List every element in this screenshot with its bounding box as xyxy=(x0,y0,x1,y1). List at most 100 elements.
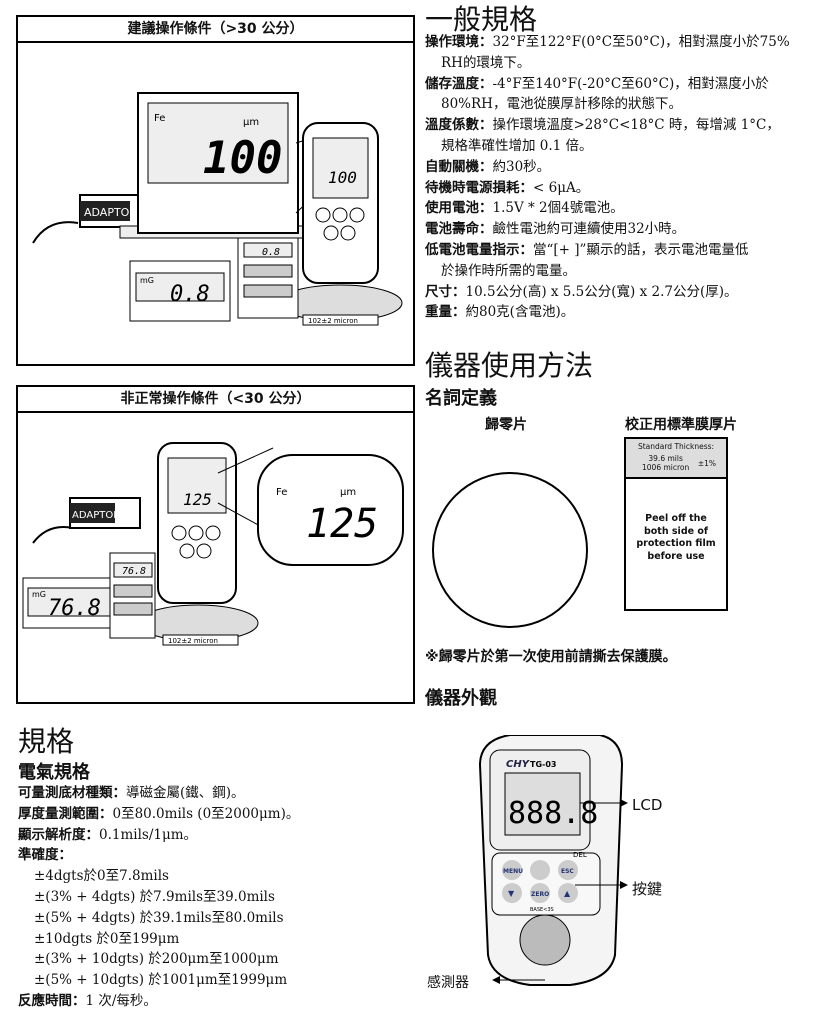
general-spec-continuation: RH的環境下。 xyxy=(441,54,531,71)
abnormal-condition-illustration: ADAPTOR 125 102±2 micron Fe μm 125 mG 76… xyxy=(22,442,404,646)
accuracy-item: ±4dgts於0至7.8mils xyxy=(34,868,169,885)
spec-label: 尺寸： xyxy=(425,283,466,300)
spec-value: 操作環境溫度>28°C<18°C 時，每增減 1°C， xyxy=(492,117,780,134)
calibration-film-label: 校正用標準膜厚片 xyxy=(625,417,737,433)
svg-text:100: 100 xyxy=(203,133,282,184)
spec-label: 自動關機： xyxy=(425,158,493,175)
spec-label: 儲存溫度： xyxy=(425,75,493,92)
base-label: BASE<3S xyxy=(530,907,554,913)
spec-value: 鹼性電池約可連續使用32小時。 xyxy=(492,221,686,238)
spec-value: 1 次/每秒。 xyxy=(85,992,157,1009)
zero-plate-note: ※歸零片於第一次使用前請撕去保護膜。 xyxy=(425,649,677,665)
svg-text:ADAPTOR: ADAPTOR xyxy=(72,510,120,521)
zero-button[interactable]: ZERO xyxy=(531,891,549,898)
abnormal-condition-panel: 非正常操作條件（<30 公分） ADAPTOR 125 102±2 micron… xyxy=(16,385,415,704)
film-tolerance: ±1% xyxy=(697,459,716,468)
spec-value: 10.5公分(高) x 5.5公分(寬) x 2.7公分(厚)。 xyxy=(465,283,738,300)
film-mils: 39.6 mils xyxy=(648,454,683,463)
general-spec-item: 操作環境：32°F至122°F(0°C至50°C)，相對濕度小於75% xyxy=(425,32,790,53)
film-micron: 1006 micron xyxy=(642,463,690,472)
general-spec-continuation: 80%RH，電池從膜厚計移除的狀態下。 xyxy=(441,96,682,113)
film-std: Standard Thickness: xyxy=(637,442,715,451)
panel-title: 非正常操作條件（<30 公分） xyxy=(18,387,413,413)
svg-text:125: 125 xyxy=(183,490,212,509)
lcd-digits: 888.8 xyxy=(508,796,598,831)
normal-condition-panel: 建議操作條件（>30 公分） ADAPTOR Fe μm 100 100 102… xyxy=(16,15,415,366)
svg-text:Fe: Fe xyxy=(154,113,165,124)
svg-text:μm: μm xyxy=(243,117,259,128)
spec-value: 0.1mils/1μm。 xyxy=(99,826,198,843)
general-spec-item: 低電池電量指示：當“[+ ]”顯示的話，表示電池電量低 xyxy=(425,240,790,261)
spec-value: 當“[+ ]”顯示的話，表示電池電量低 xyxy=(533,241,749,258)
accuracy-item: ±(3% + 4dgts) 於7.9mils至39.0mils xyxy=(34,888,275,905)
general-spec-title: 一般規格 xyxy=(425,3,538,36)
general-spec-item: 重量：約80克(含電池)。 xyxy=(425,302,790,323)
spec-label: 使用電池： xyxy=(425,200,493,217)
definitions-title: 名詞定義 xyxy=(425,388,497,409)
general-spec-item: 電池壽命：鹼性電池約可連續使用32小時。 xyxy=(425,219,790,240)
accuracy-item: ±(5% + 10dgts) 於1001μm至1999μm xyxy=(34,972,288,989)
panel-title: 建議操作條件（>30 公分） xyxy=(18,17,413,43)
accuracy-item: ±(3% + 10dgts) 於200μm至1000μm xyxy=(34,951,279,968)
spec-label: 厚度量測範圍： xyxy=(18,805,113,822)
spec-label: 顯示解析度： xyxy=(18,826,99,843)
lcd-callout: LCD xyxy=(632,796,663,814)
esc-button[interactable]: ESC xyxy=(561,868,574,875)
general-spec-item: 尺寸：10.5公分(高) x 5.5公分(寬) x 2.7公分(厚)。 xyxy=(425,282,790,303)
keys-callout: 按鍵 xyxy=(632,880,663,898)
svg-text:76.8: 76.8 xyxy=(48,596,101,621)
svg-text:mG: mG xyxy=(140,276,154,285)
spec-label: 低電池電量指示： xyxy=(425,241,533,258)
svg-text:mG: mG xyxy=(32,590,46,599)
spec-title: 規格 xyxy=(18,725,75,758)
general-spec-item: 自動關機：約30秒。 xyxy=(425,157,790,178)
spec-value: 約80克(含電池)。 xyxy=(465,304,575,321)
general-spec-continuation: 於操作時所需的電量。 xyxy=(441,262,576,279)
general-spec-item: 溫度係數：操作環境溫度>28°C<18°C 時，每增減 1°C， xyxy=(425,115,790,136)
svg-text:76.8: 76.8 xyxy=(122,566,146,577)
general-spec-item: 待機時電源損耗：< 6μA。 xyxy=(425,178,790,199)
electrical-spec-title: 電氣規格 xyxy=(18,762,90,783)
spec-label: 準確度： xyxy=(18,847,72,864)
spec-item: 準確度： xyxy=(18,845,299,866)
svg-text:0.8: 0.8 xyxy=(170,282,210,307)
zero-plate-label: 歸零片 xyxy=(485,417,527,433)
zero-plate-illustration xyxy=(432,472,588,628)
film-note-line: before use xyxy=(647,550,705,562)
spec-label: 重量： xyxy=(425,304,466,321)
svg-text:▲: ▲ xyxy=(564,889,571,898)
general-spec-item: 使用電池：1.5V * 2個4號電池。 xyxy=(425,198,790,219)
spec-label: 操作環境： xyxy=(425,34,493,50)
brand: CHY xyxy=(506,759,531,770)
spec-label: 待機時電源損耗： xyxy=(425,179,533,196)
accuracy-item: ±(5% + 4dgts) 於39.1mils至80.0mils xyxy=(34,909,284,926)
spec-label: 溫度係數： xyxy=(425,117,493,134)
general-spec-continuation: 規格準確性增加 0.1 倍。 xyxy=(441,137,593,154)
spec-label: 反應時間： xyxy=(18,992,86,1009)
spec-value: < 6μA。 xyxy=(533,179,590,196)
svg-text:ADAPTOR: ADAPTOR xyxy=(84,206,137,219)
film-note-line: both side of xyxy=(643,525,709,537)
spec-value: 1.5V * 2個4號電池。 xyxy=(492,200,624,217)
normal-condition-illustration: ADAPTOR Fe μm 100 100 102±2 micron mG 0.… xyxy=(32,92,403,326)
spec-label: 可量測底材種類： xyxy=(18,785,126,801)
accuracy-item: ±10dgts 於0至199μm xyxy=(34,930,180,947)
spec-item: 顯示解析度：0.1mils/1μm。 xyxy=(18,825,299,846)
svg-text:▼: ▼ xyxy=(508,889,515,898)
general-spec-list: 操作環境：32°F至122°F(0°C至50°C)，相對濕度小於75%RH的環境… xyxy=(425,32,790,323)
spec-label: 電池壽命： xyxy=(425,221,493,238)
svg-text:μm: μm xyxy=(340,487,356,498)
spec-value: 0至80.0mils (0至2000μm)。 xyxy=(112,805,300,822)
spec-value: -4°F至140°F(-20°C至60°C)，相對濕度小於 xyxy=(492,75,769,92)
menu-button[interactable]: MENU xyxy=(503,868,523,875)
model: TG-03 xyxy=(530,760,556,769)
svg-text:100: 100 xyxy=(328,168,357,187)
spec-value: 約30秒。 xyxy=(492,158,551,175)
svg-text:Fe: Fe xyxy=(276,487,287,498)
svg-text:102±2 micron: 102±2 micron xyxy=(308,317,358,325)
spec-item: 厚度量測範圍：0至80.0mils (0至2000μm)。 xyxy=(18,804,299,825)
spec-item: 可量測底材種類：導磁金屬(鐵、鋼)。 xyxy=(18,783,299,804)
